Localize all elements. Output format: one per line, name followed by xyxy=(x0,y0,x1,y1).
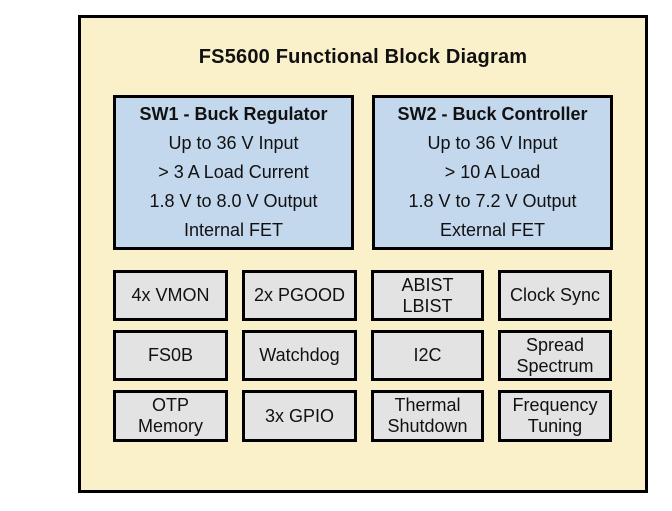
feature-block-frequency-tuning: Frequency Tuning xyxy=(498,390,612,442)
feature-block-pgood: 2x PGOOD xyxy=(242,270,357,321)
feature-block-spread-spectrum: Spread Spectrum xyxy=(498,330,612,381)
sw2-spec-fet: External FET xyxy=(439,220,546,240)
sw1-spec-fet: Internal FET xyxy=(183,220,284,240)
feature-block-abist-lbist: ABIST LBIST xyxy=(371,270,484,321)
sw1-spec-output-voltage: 1.8 V to 8.0 V Output xyxy=(149,191,318,211)
sw2-spec-output-voltage: 1.8 V to 7.2 V Output xyxy=(408,191,577,211)
sw1-spec-input-voltage: Up to 36 V Input xyxy=(168,133,299,153)
sw2-spec-input-voltage: Up to 36 V Input xyxy=(427,133,558,153)
feature-block-vmon: 4x VMON xyxy=(113,270,228,321)
feature-block-gpio: 3x GPIO xyxy=(242,390,357,442)
block-sw1-buck-regulator: SW1 - Buck Regulator Up to 36 V Input > … xyxy=(113,95,354,250)
feature-grid: 4x VMON 2x PGOOD ABIST LBIST Clock Sync … xyxy=(113,270,612,442)
sw2-spec-load-current: > 10 A Load xyxy=(444,162,541,182)
feature-block-fs0b: FS0B xyxy=(113,330,228,381)
feature-block-thermal-shutdown: Thermal Shutdown xyxy=(371,390,484,442)
sw2-title: SW2 - Buck Controller xyxy=(397,104,588,124)
sw1-spec-load-current: > 3 A Load Current xyxy=(158,162,309,182)
diagram-title: FS5600 Functional Block Diagram xyxy=(198,46,528,68)
feature-block-i2c: I2C xyxy=(371,330,484,381)
diagram-panel: FS5600 Functional Block Diagram SW1 - Bu… xyxy=(78,15,648,493)
feature-block-watchdog: Watchdog xyxy=(242,330,357,381)
feature-block-otp-memory: OTP Memory xyxy=(113,390,228,442)
feature-block-clock-sync: Clock Sync xyxy=(498,270,612,321)
block-sw2-buck-controller: SW2 - Buck Controller Up to 36 V Input >… xyxy=(372,95,613,250)
sw1-title: SW1 - Buck Regulator xyxy=(139,104,328,124)
